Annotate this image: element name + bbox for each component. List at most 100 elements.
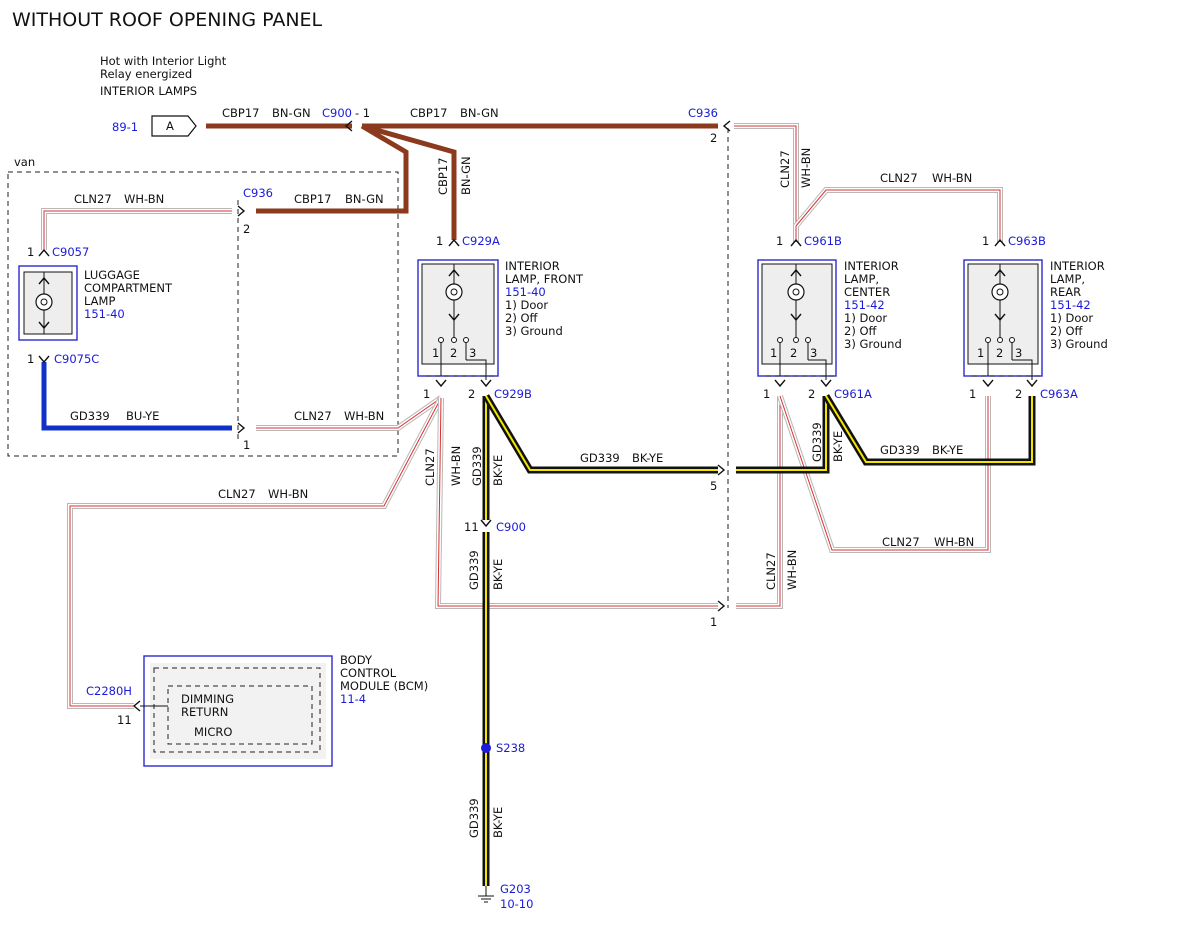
luggage-lamp-label-3: LAMP	[84, 294, 115, 308]
c929b-pin-1: 1	[423, 387, 430, 401]
c936-van-label[interactable]: C936	[243, 186, 273, 200]
wire-label-bkye-vert-front: BK-YE	[491, 455, 505, 486]
ground-g203-label[interactable]: G203	[500, 882, 531, 896]
wire-label-cbp17-van: CBP17	[294, 192, 332, 206]
connector-arrows	[38, 120, 1038, 712]
c936-top-label[interactable]: C936	[688, 106, 718, 120]
rear-lamp-mode-1: 1) Door	[1050, 311, 1093, 325]
header-note-interior-lamps: INTERIOR LAMPS	[100, 84, 197, 98]
wire-label-bkye-mid: BK-YE	[632, 451, 663, 465]
c929a-pin: 1	[436, 234, 443, 248]
wire-label-cln27-bottom: CLN27	[882, 535, 920, 549]
c936-pin-5: 5	[710, 479, 717, 493]
wire-label-cln27-vert-front: CLN27	[423, 448, 437, 486]
rear-lamp-mode-2: 2) Off	[1050, 324, 1084, 338]
wire-label-whbn-bcm: WH-BN	[268, 487, 308, 501]
c9075c-label[interactable]: C9075C	[54, 352, 99, 366]
wire-label-gd339-vert-ground: GD339	[467, 798, 481, 838]
bcm-inner-label-1: DIMMING	[181, 692, 234, 706]
ground-symbol	[478, 886, 494, 903]
bcm-ref[interactable]: 11-4	[340, 692, 366, 706]
c963b-label[interactable]: C963B	[1008, 234, 1046, 248]
rear-lamp-label-2: LAMP,	[1050, 272, 1085, 286]
c2280h-pin: 11	[117, 713, 132, 727]
interior-lamp-center[interactable]	[757, 259, 837, 380]
c9075c-pin: 1	[27, 352, 34, 366]
front-lamp-mode-2: 2) Off	[505, 311, 539, 325]
c961a-label[interactable]: C961A	[834, 387, 872, 401]
wire-label-cln27-top: CLN27	[880, 171, 918, 185]
interior-lamp-rear[interactable]	[963, 259, 1043, 380]
c961b-label[interactable]: C961B	[804, 234, 842, 248]
wire-label-whbn-bottom: WH-BN	[934, 535, 974, 549]
source-connector-a[interactable]: A	[151, 115, 197, 137]
center-lamp-pin-2: 2	[790, 346, 797, 360]
c961a-pin-2: 2	[808, 387, 815, 401]
c936-van-pin-1: 1	[243, 438, 250, 452]
wire-cln27-network	[41, 123, 1003, 709]
wire-label-bngn-2: BN-GN	[460, 106, 499, 120]
wire-label-cbp17-1: CBP17	[222, 106, 260, 120]
bcm-label-3: MODULE (BCM)	[340, 679, 428, 693]
c929b-pin-2: 2	[468, 387, 475, 401]
interior-lamp-front[interactable]	[417, 259, 499, 380]
wire-label-bkye-rear: BK-YE	[932, 443, 963, 457]
c900-top-label[interactable]: C900	[322, 106, 352, 120]
rear-lamp-mode-3: 3) Ground	[1050, 337, 1108, 351]
wire-gd339-bu-ye	[41, 362, 232, 431]
wire-label-cbp17-2: CBP17	[410, 106, 448, 120]
body-control-module[interactable]	[140, 655, 333, 767]
van-label: van	[14, 155, 35, 169]
front-lamp-ref[interactable]: 151-40	[505, 285, 546, 299]
splice-s238-label[interactable]: S238	[496, 741, 525, 755]
ground-g203-ref[interactable]: 10-10	[500, 897, 533, 911]
c961b-pin: 1	[776, 234, 783, 248]
source-ref-link[interactable]: 89-1	[112, 120, 138, 134]
bcm-label-2: CONTROL	[340, 666, 397, 680]
c9057-label[interactable]: C9057	[52, 245, 89, 259]
c963a-label[interactable]: C963A	[1040, 387, 1078, 401]
luggage-lamp-ref[interactable]: 151-40	[84, 307, 125, 321]
rear-lamp-pin-1: 1	[977, 346, 984, 360]
c929a-label[interactable]: C929A	[462, 234, 500, 248]
rear-lamp-pin-3: 3	[1015, 346, 1022, 360]
rear-lamp-ref[interactable]: 151-42	[1050, 298, 1091, 312]
wire-label-whbn-top: WH-BN	[932, 171, 972, 185]
front-lamp-pin-3: 3	[469, 346, 476, 360]
c900-lower-label[interactable]: C900	[496, 520, 526, 534]
luggage-lamp-label-1: LUGGAGE	[84, 268, 140, 282]
page-title: WITHOUT ROOF OPENING PANEL	[12, 9, 323, 31]
wire-label-bngn-van: BN-GN	[345, 192, 384, 206]
wire-label-gd339-vert-front: GD339	[470, 446, 484, 486]
bcm-inner-label-2: RETURN	[181, 705, 228, 719]
c963a-pin-1: 1	[969, 387, 976, 401]
wire-label-cln27-vert-center: CLN27	[764, 552, 778, 590]
wire-label-bngn-vert: BN-GN	[459, 156, 473, 195]
front-lamp-pin-2: 2	[450, 346, 457, 360]
c900-top-pin: - 1	[355, 106, 370, 120]
luggage-lamp-label-2: COMPARTMENT	[84, 281, 173, 295]
wire-label-cbp17-vert: CBP17	[436, 158, 450, 196]
wire-label-whbn-van: WH-BN	[344, 409, 384, 423]
wire-label-bkye-vert-ground: BK-YE	[491, 807, 505, 838]
center-lamp-label-2: LAMP,	[844, 272, 879, 286]
c9057-pin: 1	[27, 245, 34, 259]
splice-s238-dot[interactable]	[481, 743, 491, 753]
wire-label-buye-van: BU-YE	[126, 409, 159, 423]
header-note-relay: Relay energized	[100, 67, 192, 81]
wire-label-cln27-bcm: CLN27	[218, 487, 256, 501]
wire-label-whbn-luggage: WH-BN	[124, 192, 164, 206]
front-lamp-label-1: INTERIOR	[505, 259, 560, 273]
center-lamp-ref[interactable]: 151-42	[844, 298, 885, 312]
center-lamp-mode-3: 3) Ground	[844, 337, 902, 351]
c929b-label[interactable]: C929B	[494, 387, 532, 401]
c2280h-label[interactable]: C2280H	[86, 684, 132, 698]
wire-label-whbn-vert-center: WH-BN	[785, 550, 799, 590]
center-lamp-mode-2: 2) Off	[844, 324, 878, 338]
wire-label-gd339-vert-center: GD339	[810, 422, 824, 462]
c936-van-pin-2: 2	[243, 222, 250, 236]
luggage-compartment-lamp[interactable]	[18, 265, 78, 341]
c900-lower-pin: 11	[464, 520, 479, 534]
wire-label-cln27-van: CLN27	[294, 409, 332, 423]
